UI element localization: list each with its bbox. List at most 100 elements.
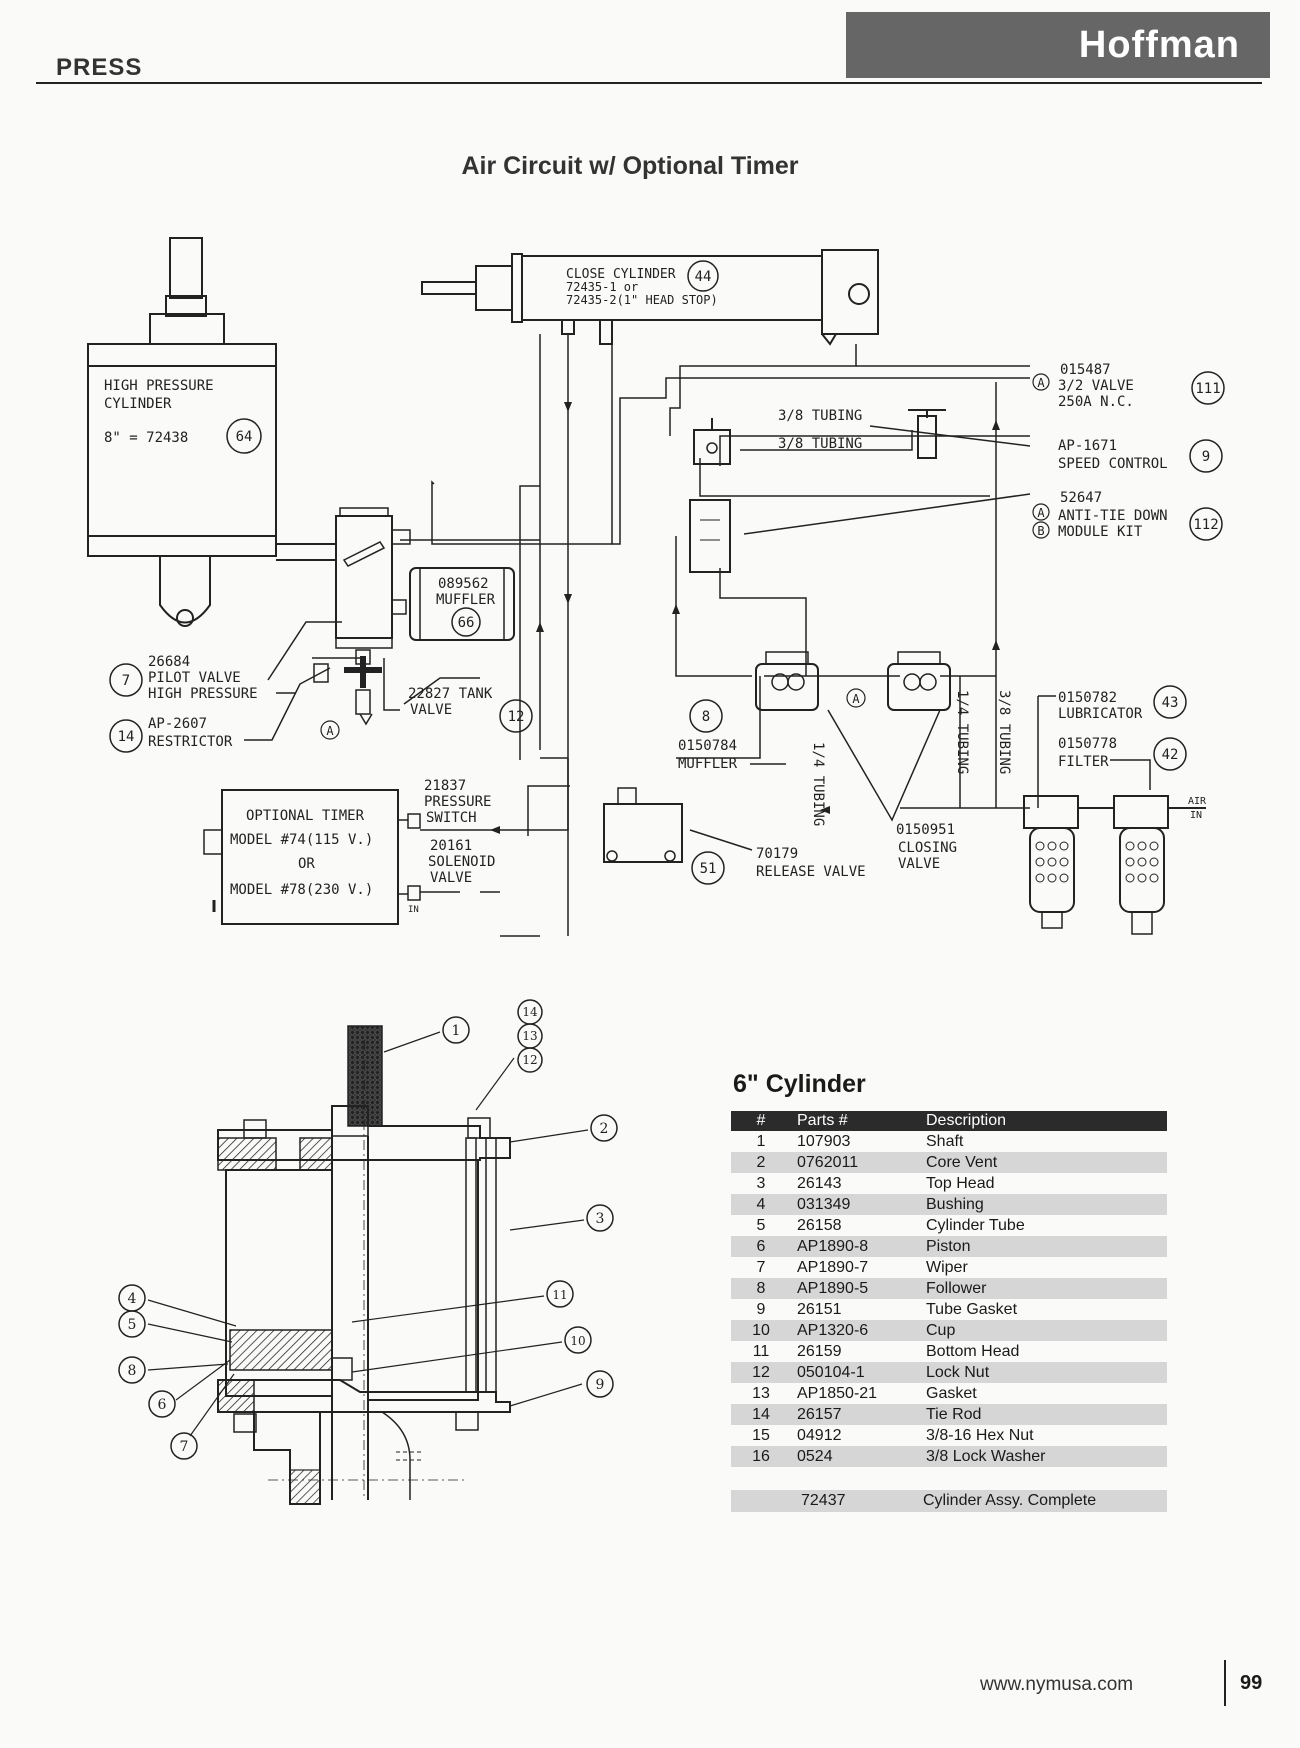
brand-logo: Hoffman	[846, 12, 1270, 78]
row-desc: Bottom Head	[926, 1342, 1020, 1360]
diagram-title: Air Circuit w/ Optional Timer	[461, 152, 799, 180]
release-valve	[603, 803, 683, 863]
fil-label-2: FILTER	[1058, 754, 1109, 770]
tank-callout: 12	[508, 709, 525, 725]
sol-label-1: 20161	[430, 838, 472, 854]
close-cyl-label-3: 72435-2(1" HEAD STOP)	[566, 293, 718, 307]
cv-label-1: 0150951	[896, 822, 955, 838]
row-desc: Lock Nut	[920, 1362, 1167, 1383]
row-desc: 3/8 Lock Washer	[920, 1446, 1167, 1467]
at-label-1: 52647	[1060, 490, 1102, 506]
row-part: AP1320-6	[791, 1320, 920, 1341]
callout-7: 7	[180, 1439, 189, 1455]
callout-2: 2	[600, 1121, 609, 1137]
v3-mark: A	[1037, 376, 1045, 390]
cv-label-2: CLOSING	[898, 840, 957, 856]
row-num: 14	[731, 1404, 791, 1425]
muf2-callout: 8	[702, 709, 710, 725]
row-num: 3	[756, 1174, 766, 1192]
callout-8: 8	[128, 1363, 137, 1379]
header-part: Parts #	[791, 1111, 920, 1131]
at-label-2: ANTI-TIE DOWN	[1058, 508, 1168, 524]
parts-table-title: 6" Cylinder	[733, 1070, 866, 1098]
sol-label-3: VALVE	[430, 870, 472, 886]
hp-cylinder-rod	[169, 237, 203, 299]
callout-6: 6	[158, 1397, 167, 1413]
lub-label-1: 0150782	[1058, 690, 1117, 706]
pv-label-1: 26684	[148, 654, 190, 670]
row-desc: Follower	[920, 1278, 1167, 1299]
air-circuit-diagram: HIGH PRESSURE CYLINDER 8" = 72438 64 CLO…	[87, 237, 1225, 937]
at-label-3: MODULE KIT	[1058, 524, 1143, 540]
timer-label-3: OR	[298, 856, 315, 872]
callout-1: 1	[452, 1023, 461, 1039]
optional-timer	[221, 789, 399, 925]
hp-cyl-callout: 64	[236, 429, 253, 445]
row-part: 26159	[797, 1342, 842, 1360]
row-num: 16	[731, 1446, 791, 1467]
page-number: 99	[1240, 1672, 1263, 1694]
muf2-label-1: 0150784	[678, 738, 737, 754]
close-cyl-label-1: CLOSE CYLINDER	[566, 267, 676, 282]
close-cyl-label-2: 72435-1 or	[566, 280, 638, 294]
v3-label-1: 015487	[1060, 362, 1111, 378]
row-desc: Gasket	[926, 1384, 977, 1402]
callout-9: 9	[596, 1377, 605, 1393]
parts-table-header: # Parts # Description	[731, 1111, 1167, 1131]
v3-label-3: 250A N.C.	[1058, 394, 1134, 410]
sol-label-2: SOLENOID	[428, 854, 495, 870]
cv-mark: A	[852, 692, 860, 706]
cv-label-3: VALVE	[898, 856, 940, 872]
piston	[229, 1329, 333, 1371]
hp-cyl-label-3: 8" = 72438	[104, 430, 188, 446]
row-num: 13	[752, 1384, 770, 1402]
anti-tie-down-module	[689, 499, 731, 573]
rest-callout: 14	[118, 729, 135, 745]
rv-label-2: RELEASE VALVE	[756, 864, 866, 880]
lub-label-2: LUBRICATOR	[1058, 706, 1143, 722]
rest-label-1: AP-2607	[148, 716, 207, 732]
row-part: 0762011	[791, 1152, 920, 1173]
sc-label-2: SPEED CONTROL	[1058, 456, 1168, 472]
section-label: PRESS	[56, 54, 143, 81]
ps-label-1: 21837	[424, 778, 466, 794]
row-num: 4	[731, 1194, 791, 1215]
tube38-label: 3/8 TUBING	[996, 690, 1012, 774]
muffler-66-part: 089562	[438, 576, 489, 592]
row-num: 10	[731, 1320, 791, 1341]
timer-label-4: MODEL #78(230 V.)	[230, 882, 373, 898]
row-desc: Shaft	[926, 1132, 964, 1150]
timer-label-1: OPTIONAL TIMER	[246, 808, 365, 824]
row-part: 26158	[797, 1216, 842, 1234]
rest-label-2: RESTRICTOR	[148, 734, 233, 750]
muffler-66	[409, 567, 515, 641]
header-desc: Description	[920, 1111, 1167, 1131]
ps-label-2: PRESSURE	[424, 794, 491, 810]
callout-3: 3	[596, 1211, 605, 1227]
footer-url[interactable]: www.nymusa.com	[980, 1674, 1134, 1695]
assembly-row: 72437 Cylinder Assy. Complete	[731, 1490, 1167, 1512]
assembly-desc: Cylinder Assy. Complete	[923, 1492, 1097, 1509]
row-part: AP1890-5	[791, 1278, 920, 1299]
shaft	[347, 1025, 383, 1127]
hp-cyl-label-2: CYLINDER	[104, 396, 172, 412]
row-part: 26157	[791, 1404, 920, 1425]
row-part: AP1890-7	[797, 1258, 869, 1276]
lub-callout: 43	[1162, 695, 1179, 711]
row-desc: Bushing	[920, 1194, 1167, 1215]
air-label: AIR	[1188, 796, 1207, 807]
air-in-label: IN	[1190, 810, 1202, 821]
at-mark-a: A	[1037, 506, 1045, 520]
row-part: 107903	[797, 1132, 851, 1150]
v3-label-2: 3/2 VALVE	[1058, 378, 1134, 394]
